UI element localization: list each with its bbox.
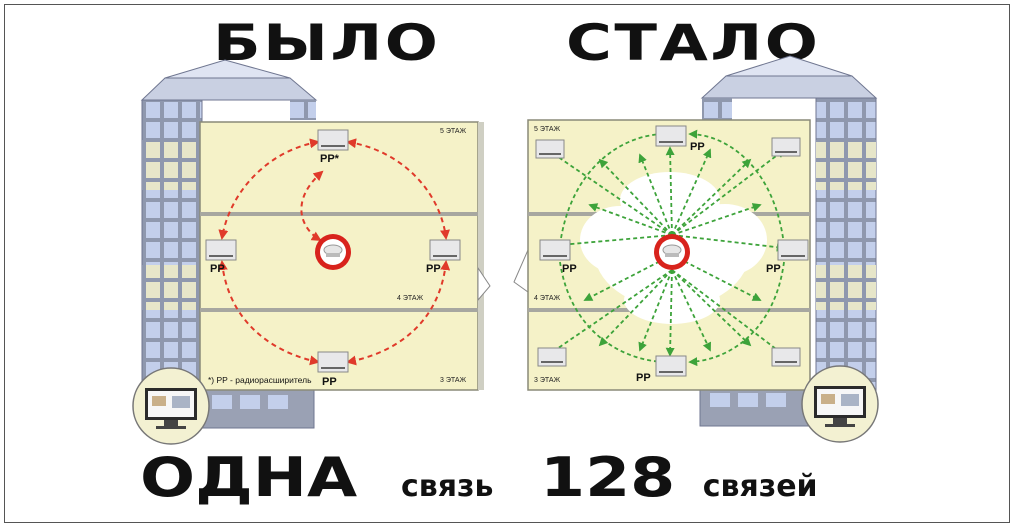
- right-detector-corner-tl: [535, 139, 565, 159]
- right-repeater-right: [777, 239, 809, 261]
- right-divider-notch: [513, 249, 529, 293]
- left-repeater-bottom-label: PP: [322, 376, 337, 388]
- left-floor-5-label: 5 ЭТАЖ: [440, 128, 467, 135]
- left-repeater-top: [317, 129, 349, 151]
- right-detector-corner-tr: [771, 137, 801, 157]
- right-repeater-top-label: PP: [690, 141, 705, 153]
- right-building: [699, 55, 878, 427]
- left-floor-3-label: 3 ЭТАЖ: [440, 377, 467, 384]
- left-repeater-left: [205, 239, 237, 261]
- left-repeater-right: [429, 239, 461, 261]
- before-heading: БЫЛО: [213, 14, 441, 72]
- left-repeater-top-label: PP*: [320, 153, 340, 165]
- image-frame: [4, 4, 1010, 523]
- right-detector-corner-br: [771, 347, 801, 367]
- right-repeater-left: [539, 239, 571, 261]
- left-smoke-detector-icon: [315, 234, 351, 270]
- before-caption: ОДНА связь: [140, 446, 493, 509]
- right-repeater-bottom-label: PP: [636, 372, 651, 384]
- left-footnote: *) PP - радиорасширитель: [208, 375, 312, 385]
- right-floor-3-label: 3 ЭТАЖ: [534, 377, 561, 384]
- left-repeater-bottom: [317, 351, 349, 373]
- after-caption: 128 связей: [540, 446, 818, 509]
- before-caption-small: связь: [400, 469, 494, 504]
- left-repeater-left-label: PP: [210, 263, 225, 275]
- left-building: [140, 59, 318, 429]
- left-floor-4-label: 4 ЭТАЖ: [397, 295, 424, 302]
- right-repeater-top: [655, 125, 687, 147]
- before-caption-big: ОДНА: [140, 446, 358, 509]
- after-caption-small: связей: [702, 469, 818, 504]
- right-repeater-right-label: PP: [766, 263, 781, 275]
- right-repeater-left-label: PP: [562, 263, 577, 275]
- right-floor-4-label: 4 ЭТАЖ: [534, 295, 561, 302]
- right-radio-links: [546, 129, 786, 367]
- right-detector-corner-bl: [537, 347, 567, 367]
- right-floor-5-label: 5 ЭТАЖ: [534, 126, 561, 133]
- left-repeater-right-label: PP: [426, 263, 441, 275]
- right-repeater-bottom: [655, 355, 687, 377]
- left-monitoring-computer-icon: [132, 367, 210, 445]
- left-radio-links: [217, 138, 451, 366]
- after-caption-big: 128: [540, 446, 676, 509]
- right-smoke-detector-icon: [654, 234, 690, 270]
- right-monitoring-computer-icon: [801, 365, 879, 443]
- left-divider-notch: [477, 266, 491, 302]
